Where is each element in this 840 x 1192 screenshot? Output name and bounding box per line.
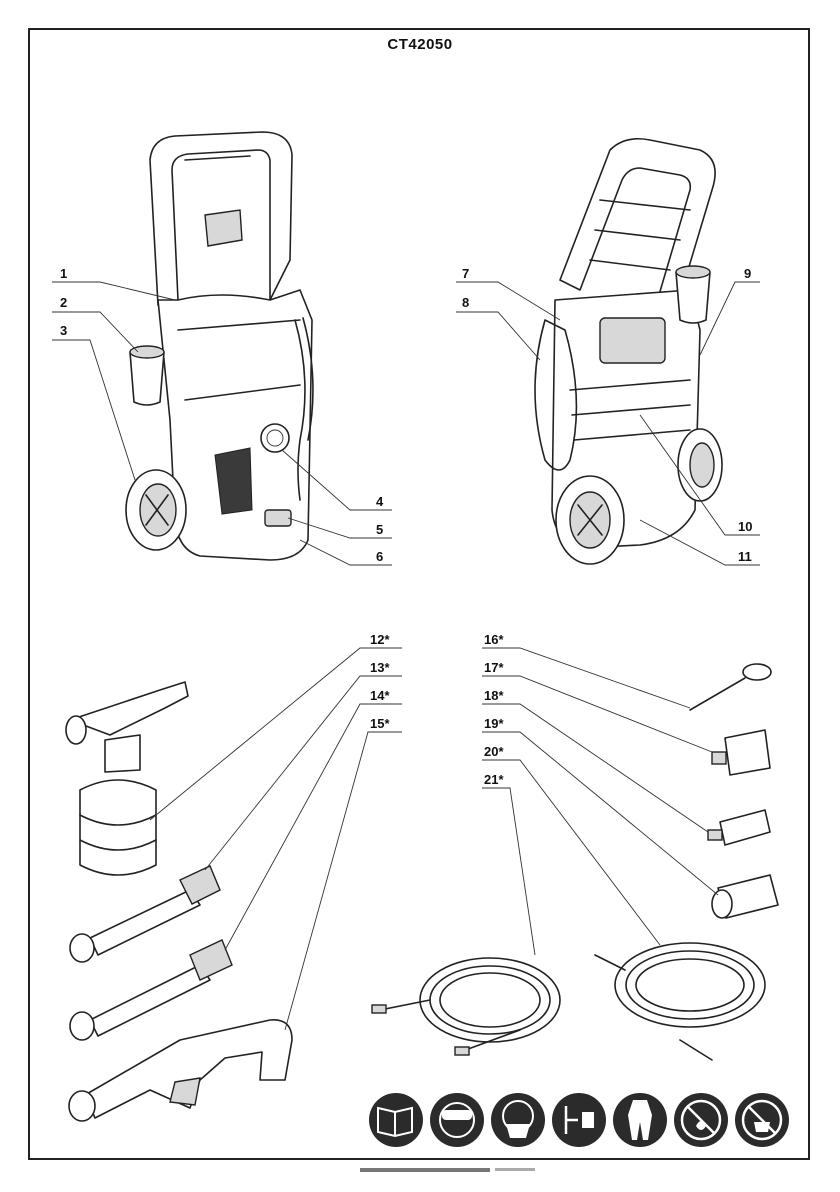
label-5: 5 bbox=[376, 522, 383, 537]
safety-goggles-icon bbox=[430, 1093, 484, 1147]
dust-mask-icon bbox=[491, 1093, 545, 1147]
label-4: 4 bbox=[376, 494, 384, 509]
nozzle-cleaner-16 bbox=[690, 664, 771, 710]
footer-artifact bbox=[360, 1168, 535, 1172]
spray-gun-15 bbox=[69, 1020, 292, 1121]
no-drinking-water-icon bbox=[735, 1093, 789, 1147]
label-16: 16* bbox=[484, 632, 504, 647]
hose-20 bbox=[595, 943, 765, 1060]
leader-lines-right-accessories bbox=[482, 648, 718, 955]
adapter-17 bbox=[712, 730, 770, 775]
washer-front-view bbox=[126, 132, 313, 560]
label-13: 13* bbox=[370, 660, 390, 675]
read-manual-icon bbox=[369, 1093, 423, 1147]
hose-21 bbox=[372, 958, 560, 1055]
label-14: 14* bbox=[370, 688, 390, 703]
quick-coupler-19 bbox=[712, 875, 778, 918]
label-8: 8 bbox=[462, 295, 469, 310]
washer-rear-view bbox=[535, 139, 722, 564]
safety-icons-row bbox=[369, 1093, 789, 1147]
label-12: 12* bbox=[370, 632, 390, 647]
label-1: 1 bbox=[60, 266, 67, 281]
label-6: 6 bbox=[376, 549, 383, 564]
label-10: 10 bbox=[738, 519, 752, 534]
label-7: 7 bbox=[462, 266, 469, 281]
no-frost-icon bbox=[674, 1093, 728, 1147]
label-20: 20* bbox=[484, 744, 504, 759]
unplug-icon bbox=[552, 1093, 606, 1147]
label-3: 3 bbox=[60, 323, 67, 338]
label-19: 19* bbox=[484, 716, 504, 731]
foam-bottle-12 bbox=[66, 682, 188, 875]
label-18: 18* bbox=[484, 688, 504, 703]
label-11: 11 bbox=[738, 549, 752, 564]
label-17: 17* bbox=[484, 660, 504, 675]
label-9: 9 bbox=[744, 266, 751, 281]
lance-14 bbox=[70, 940, 232, 1040]
label-2: 2 bbox=[60, 295, 67, 310]
lance-13 bbox=[70, 866, 220, 962]
protective-clothing-icon bbox=[613, 1093, 667, 1147]
label-15: 15* bbox=[370, 716, 390, 731]
label-21: 21* bbox=[484, 772, 504, 787]
connector-18 bbox=[708, 810, 770, 845]
